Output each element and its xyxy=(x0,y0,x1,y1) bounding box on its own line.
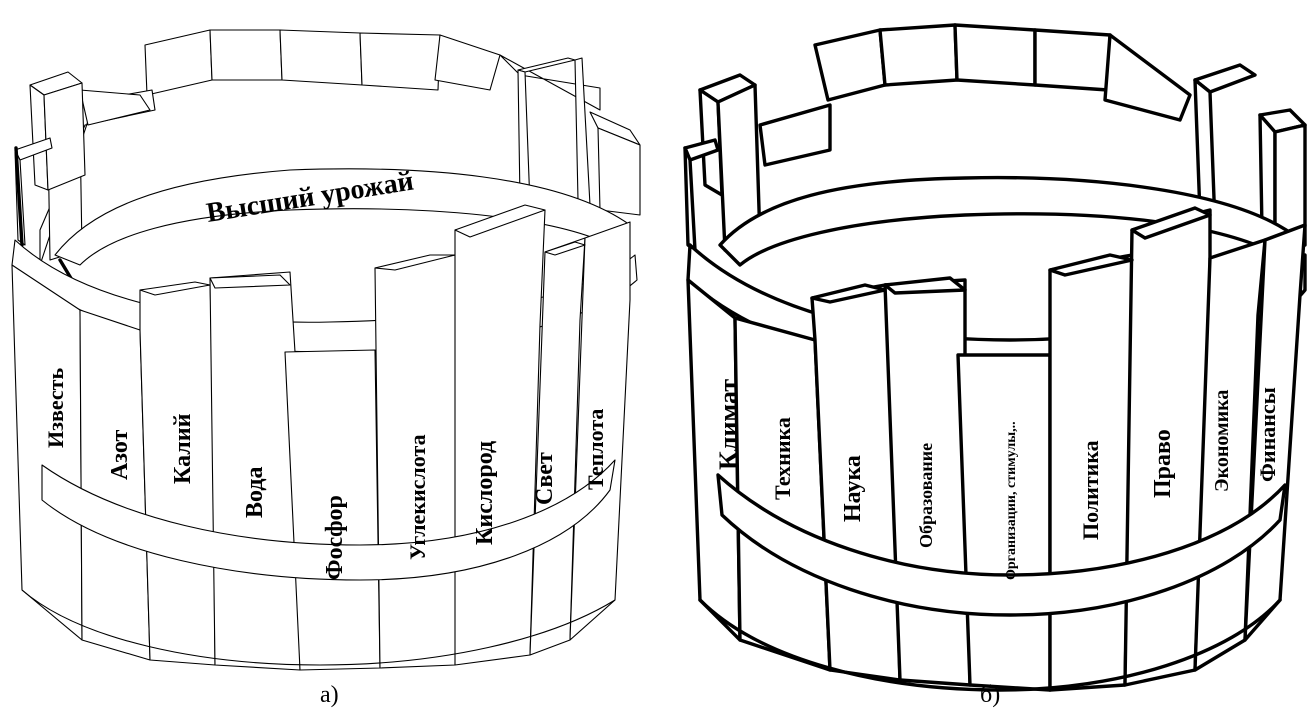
stave-label-b-3: Наука xyxy=(840,455,866,522)
stave-label-a-7: Кислород xyxy=(472,441,498,545)
barrel-b-bottom-hoop xyxy=(716,473,1287,617)
stave-label-a-8: Свет xyxy=(532,452,558,505)
barrel-a-bottom-hoop xyxy=(41,459,616,581)
barrel-a-stave-labels: Известь Азот Калий Вода Фосфор Углекисло… xyxy=(43,368,608,580)
barrel-a-base xyxy=(21,589,616,666)
stave-label-b-7: Право xyxy=(1150,429,1176,498)
barrel-a-front-staves xyxy=(11,209,631,671)
stave-label-a-6: Углекислота xyxy=(405,434,430,560)
stave-label-a-9: Теплота xyxy=(583,409,608,490)
barrel-b-back-staves xyxy=(683,23,1307,252)
stave-label-b-5: Организации, стимулы,.. xyxy=(1004,421,1019,580)
barrel-a-stave-caps xyxy=(139,204,586,296)
stave-label-b-6: Политика xyxy=(1078,440,1103,540)
stave-label-a-1: Известь xyxy=(43,368,68,448)
barrel-a: Известь Азот Калий Вода Фосфор Углекисло… xyxy=(11,29,641,708)
barrel-b-base xyxy=(698,598,1282,692)
barrel-a-caption: а) xyxy=(320,682,339,708)
stave-label-b-9: Финансы xyxy=(1255,387,1280,482)
barrel-b-stave-labels: Климат Техника Наука Образование Организ… xyxy=(714,379,1280,580)
barrel-b: Климат Техника Наука Образование Организ… xyxy=(683,23,1307,708)
barrel-a-back-staves xyxy=(14,29,641,266)
stave-label-b-4: Образование xyxy=(916,443,936,548)
stave-label-b-8: Экономика xyxy=(1211,390,1233,492)
stave-label-a-2: Азот xyxy=(107,429,133,480)
stave-label-a-4: Вода xyxy=(242,467,268,518)
barrel-b-stave-caps xyxy=(810,206,1212,304)
barrel-b-caption: б) xyxy=(980,682,1000,708)
stave-label-b-1: Климат xyxy=(714,379,743,470)
stave-label-b-2: Техника xyxy=(770,417,795,500)
stave-label-a-5: Фосфор xyxy=(322,495,348,580)
stave-label-a-3: Калий xyxy=(170,413,196,484)
